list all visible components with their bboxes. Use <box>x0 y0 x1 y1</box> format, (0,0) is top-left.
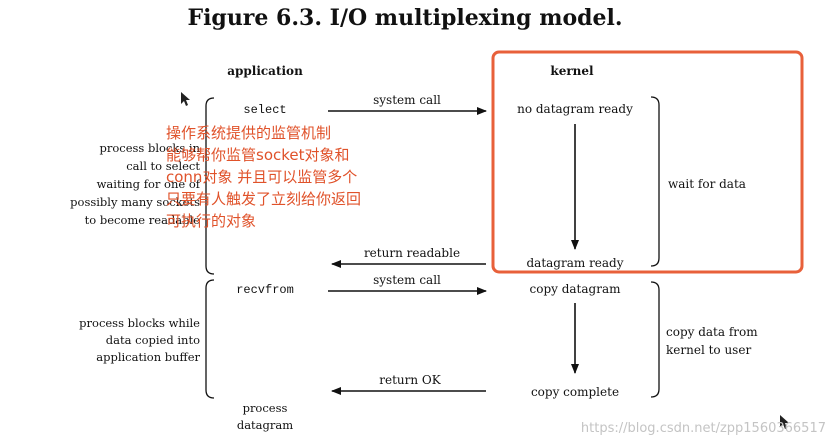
application-header: application <box>227 64 303 78</box>
recvfrom-call: recvfrom <box>236 283 294 297</box>
system-call-label-1: system call <box>373 93 441 107</box>
annotation-line-2: conn对象 并且可以监管多个 <box>166 168 357 186</box>
annotation-line-0: 操作系统提供的监管机制 <box>166 124 331 142</box>
note-blocks-copy-2: application buffer <box>96 350 200 364</box>
note-blocks-copy-0: process blocks while <box>79 316 200 330</box>
return-ok-label: return OK <box>379 373 442 387</box>
note-blocks-select-3: possibly many sockets <box>70 195 200 209</box>
annotation-line-1: 能够帮你监管socket对象和 <box>166 146 350 164</box>
app-bracket-copy <box>205 279 215 399</box>
watermark: https://blog.csdn.net/zpp1560366517 <box>581 421 826 436</box>
annotation-line-4: 可执行的对象 <box>166 212 256 230</box>
no-datagram-ready: no datagram ready <box>517 102 633 116</box>
kernel-header: kernel <box>550 64 594 78</box>
kernel-highlight-box <box>491 50 804 274</box>
note-process-datagram-1: datagram <box>237 418 293 432</box>
annotation-line-3: 只要有人触发了立刻给你返回 <box>166 190 361 208</box>
note-blocks-select-2: waiting for one of <box>97 177 201 191</box>
cursor-icon <box>181 92 190 106</box>
return-readable-label: return readable <box>364 246 460 260</box>
note-blocks-select-0: process blocks in <box>99 141 200 155</box>
kernel-bracket-wait <box>650 96 660 267</box>
system-call-label-2: system call <box>373 273 441 287</box>
note-copy-data-1: kernel to user <box>666 343 751 357</box>
note-blocks-select-4: to become readable <box>85 213 201 227</box>
copy-complete: copy complete <box>531 385 619 399</box>
note-wait-for-data: wait for data <box>668 177 746 191</box>
note-process-datagram-0: process <box>243 401 288 415</box>
datagram-ready: datagram ready <box>526 256 623 270</box>
figure-title: Figure 6.3. I/O multiplexing model. <box>187 5 622 31</box>
note-blocks-select-1: call to select <box>126 159 200 173</box>
note-copy-data-0: copy data from <box>666 325 758 339</box>
cursor-icon-2 <box>780 415 789 429</box>
copy-datagram: copy datagram <box>530 282 622 296</box>
select-call: select <box>243 103 286 117</box>
app-bracket-select <box>205 97 215 275</box>
kernel-bracket-copy <box>650 281 660 398</box>
note-blocks-copy-1: data copied into <box>106 333 200 347</box>
